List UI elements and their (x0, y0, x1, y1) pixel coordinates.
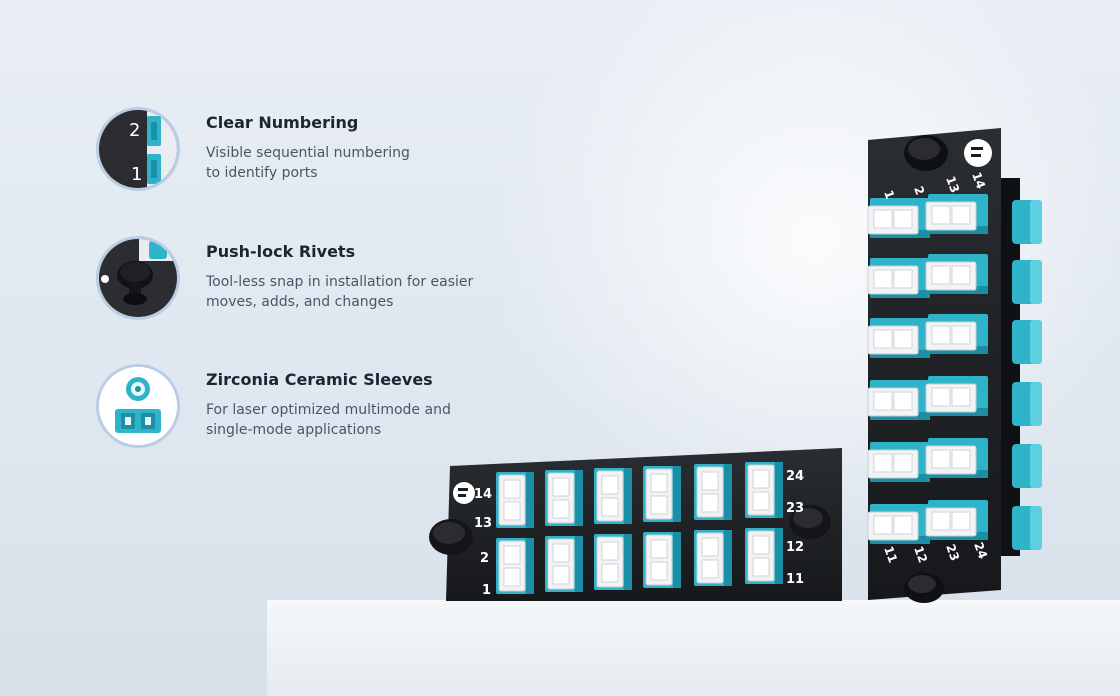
vertical-adapter-panel: 1 2 13 14 11 12 23 24 (867, 128, 1042, 603)
adapter-port (925, 314, 988, 354)
display-pedestal (267, 601, 1120, 696)
adapter-port (867, 318, 930, 358)
adapter-port (694, 530, 732, 586)
adapter-side (1012, 444, 1042, 488)
port-label: 13 (474, 516, 492, 531)
feature-title: Clear Numbering (206, 113, 359, 132)
adapter-port (925, 500, 988, 540)
port-label: 12 (911, 544, 930, 564)
feature-desc-line: Tool-less snap in installation for easie… (206, 274, 474, 290)
feature-push-lock-rivets: Push-lock Rivets Tool-less snap in insta… (96, 236, 516, 326)
push-lock-rivet-top (904, 135, 948, 171)
feature-desc: Visible sequential numbering to identify… (206, 143, 506, 183)
adapter-port (925, 254, 988, 294)
feature-desc: For laser optimized multimode and single… (206, 400, 506, 440)
port-label: 2 (480, 551, 489, 566)
adapter-port (867, 198, 930, 238)
vertical-panel-side-adapters (1012, 200, 1042, 550)
feature-title: Push-lock Rivets (206, 242, 356, 261)
push-lock-rivet-icon (96, 236, 180, 320)
adapter-port (594, 468, 632, 524)
adapter-port (745, 528, 783, 584)
feature-title: Zirconia Ceramic Sleeves (206, 370, 433, 389)
adapter-side (1012, 506, 1042, 550)
brand-logo-icon (453, 482, 475, 504)
push-lock-rivet-bottom (904, 573, 944, 603)
adapter-port (925, 194, 988, 234)
brand-logo-icon (964, 139, 992, 167)
adapter-side (1012, 200, 1042, 244)
ceramic-sleeve-icon (96, 364, 180, 448)
port-label: 14 (969, 170, 988, 190)
horizontal-adapter-grid (496, 462, 783, 594)
port-label: 1 (482, 583, 491, 598)
adapter-port (496, 538, 534, 594)
adapter-port (594, 534, 632, 590)
adapter-port (867, 380, 930, 420)
feature-desc: Tool-less snap in installation for easie… (206, 272, 506, 312)
feature-zirconia-sleeves: Zirconia Ceramic Sleeves For laser optim… (96, 364, 516, 454)
port-label: 24 (971, 540, 990, 560)
port-label: 23 (786, 501, 804, 516)
feature-desc-line: to identify ports (206, 165, 318, 181)
adapter-port (745, 462, 783, 518)
feature-clear-numbering: 2 1 Clear Numbering Visible sequential n… (96, 107, 516, 197)
port-label: 11 (786, 572, 804, 587)
adapter-port (867, 258, 930, 298)
port-label: 13 (943, 174, 962, 194)
thumb-number-1: 1 (131, 164, 142, 185)
adapter-side (1012, 382, 1042, 426)
thumb-number-2: 2 (129, 120, 140, 141)
adapter-port (643, 532, 681, 588)
adapter-port (867, 504, 930, 544)
adapter-port (496, 472, 534, 528)
port-label: 12 (786, 540, 804, 555)
horizontal-adapter-panel: 14 13 2 1 24 23 12 11 (429, 448, 842, 601)
feature-desc-line: single-mode applications (206, 422, 382, 438)
adapter-side (1012, 260, 1042, 304)
adapter-port (867, 442, 930, 482)
adapter-port (545, 470, 583, 526)
vertical-adapter-grid (867, 194, 988, 544)
adapter-port (925, 376, 988, 416)
numbering-closeup-icon: 2 1 (96, 107, 180, 191)
push-lock-rivet-right (789, 505, 831, 539)
feature-desc-line: moves, adds, and changes (206, 294, 394, 310)
adapter-port (925, 438, 988, 478)
feature-desc-line: Visible sequential numbering (206, 145, 410, 161)
adapter-port (694, 464, 732, 520)
feature-desc-line: For laser optimized multimode and (206, 402, 451, 418)
port-label: 11 (881, 544, 900, 564)
adapter-port (643, 466, 681, 522)
push-lock-rivet-left (429, 519, 473, 555)
adapter-port (545, 536, 583, 592)
port-label: 23 (943, 542, 962, 562)
adapter-side (1012, 320, 1042, 364)
port-label: 14 (474, 487, 492, 502)
port-label: 24 (786, 469, 804, 484)
